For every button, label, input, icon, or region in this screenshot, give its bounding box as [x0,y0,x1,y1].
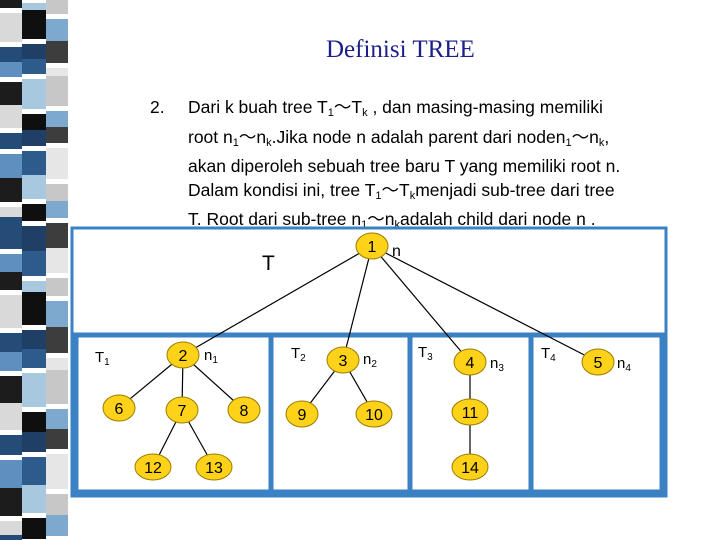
svg-text:11: 11 [462,405,479,422]
tree-node-11: 11 [451,398,489,426]
tree-node-2: 2 [166,341,200,369]
tree-node-8: 8 [227,396,261,424]
subtree-label-t2: T2 [291,345,306,364]
tree-node-14: 14 [451,453,489,481]
svg-text:13: 13 [205,460,223,477]
edge-1-3 [342,245,373,361]
svg-text:10: 10 [365,407,383,424]
node-label-n3: n3 [490,355,504,374]
node-label-n4: n4 [617,355,631,374]
paragraph-number: 2. [150,97,165,117]
paragraph-line: T. Root dari sub-tree n1～nkadalah child … [188,209,596,231]
tree-node-9: 9 [285,400,319,428]
svg-text:12: 12 [144,460,162,477]
svg-text:8: 8 [240,403,249,420]
tree-node-4: 4 [453,348,487,376]
svg-text:14: 14 [461,460,479,477]
svg-text:2: 2 [179,348,188,365]
tree-node-6: 6 [102,394,136,422]
edge-1-2 [182,245,373,356]
svg-text:7: 7 [178,403,187,420]
svg-text:1: 1 [368,239,377,256]
tree-node-1: 1 [355,232,389,260]
decorative-side-strip [0,0,68,540]
page-title: Definisi TREE [326,36,475,63]
edge-1-4 [371,245,471,363]
node-label-n1: n1 [204,347,218,366]
svg-text:5: 5 [594,355,603,372]
subtree-label-t3: T3 [418,344,433,363]
paragraph-line: Dalam kondisi ini, tree T1～Tkmenjadi sub… [188,179,615,202]
node-label-n2: n2 [363,351,377,370]
subtree-label-t1: T1 [95,349,110,368]
subtree-box [73,332,665,495]
paragraph-line: root n1～nk.Jika node n adalah parent dar… [188,126,610,149]
svg-text:6: 6 [115,401,124,418]
tree-label-t: T [262,252,275,275]
tree-node-10: 10 [355,400,393,428]
paragraph-text: Dari k buah tree T1～Tk , dan masing-masi… [188,96,620,238]
tree-outer-box [70,226,668,498]
svg-text:9: 9 [298,407,307,424]
tree-node-7: 7 [165,396,199,424]
tree-node-12: 12 [134,453,172,481]
tree-node-13: 13 [195,453,233,481]
subtree-label-t4: T4 [541,345,556,364]
svg-text:3: 3 [339,353,348,370]
paragraph-line: akan diperoleh sebuah tree baru T yang m… [188,156,621,176]
tree-node-5: 5 [581,348,615,376]
svg-text:4: 4 [466,355,475,372]
edge-1-5 [371,245,599,363]
tree-node-3: 3 [326,346,360,374]
paragraph-line: Dari k buah tree T1～Tk , dan masing-masi… [188,97,603,119]
root-label-n: n [392,243,401,260]
